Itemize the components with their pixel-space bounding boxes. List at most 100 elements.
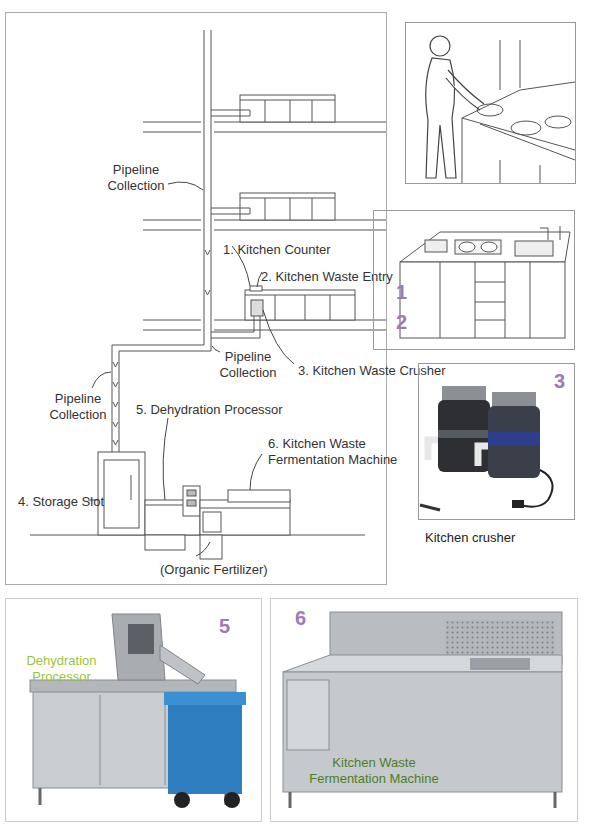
counter-illustration <box>505 262 506 338</box>
counter-sketch <box>462 118 575 150</box>
chute <box>160 645 205 684</box>
bin-wheel <box>224 792 240 808</box>
dehydration-processor <box>145 500 200 535</box>
fermentation-photo <box>283 612 562 808</box>
floor-slabs <box>143 320 201 321</box>
storage-slot <box>98 452 145 535</box>
bin-wheel <box>174 792 190 808</box>
panel-frame <box>406 23 576 184</box>
floor-slabs <box>143 330 201 331</box>
kitchen-counter-sketch <box>240 198 335 199</box>
counter-illustration <box>455 240 501 254</box>
pipeline <box>250 110 251 116</box>
counter-sketch <box>480 124 575 160</box>
person-sketch-panel <box>406 23 576 184</box>
tool <box>420 505 440 510</box>
crusher-photo <box>420 386 553 510</box>
kitchen-counter-sketch <box>290 198 291 220</box>
perforated-panel <box>445 620 555 658</box>
counter-sketch <box>462 118 463 183</box>
counter-illustration <box>530 262 531 338</box>
pipe-label: Pipeline Collection <box>43 391 113 423</box>
counter-sketch <box>545 116 571 128</box>
pipeline <box>112 30 204 452</box>
feed-slot <box>470 658 530 670</box>
part-label: 4. Storage Slot <box>18 494 104 510</box>
kitchen-counter-sketch <box>305 295 306 320</box>
fermentation-machine <box>200 535 222 559</box>
counter-illustration <box>475 302 505 303</box>
pipeline <box>211 316 260 338</box>
counter-illustration <box>425 240 447 252</box>
floor-slabs <box>143 230 201 231</box>
kitchen-counter-sketch <box>240 95 335 122</box>
kitchen-counter-sketch <box>330 295 331 320</box>
counter-illustration <box>400 232 570 262</box>
counter-illustration <box>481 242 497 252</box>
callout-number: 2 <box>396 311 407 333</box>
counter-sketch <box>520 40 521 88</box>
person-sketch <box>446 78 480 110</box>
counter-illustration <box>400 226 570 338</box>
counter-sketch <box>477 104 503 116</box>
dehydration-processor <box>187 490 196 496</box>
callout-number: 3 <box>554 370 565 392</box>
leader-line <box>92 372 111 388</box>
flow-arrows <box>205 290 210 295</box>
dehydration-processor <box>145 486 200 550</box>
leader-line <box>212 346 220 352</box>
machine-tower <box>112 614 165 680</box>
counter-illustration <box>540 228 548 240</box>
diagram-panel: Pipeline Collection1. Kitchen Counter2. … <box>5 12 387 585</box>
fermentation-machine <box>203 512 221 532</box>
counter-sketch <box>540 165 541 183</box>
pipeline <box>250 208 251 214</box>
pipeline <box>112 30 260 452</box>
crusher-rim <box>442 386 486 402</box>
counter-illustration <box>475 282 505 283</box>
photo-panel: 6Kitchen Waste Fermentation Machine <box>270 598 578 822</box>
part-label: 1. Kitchen Counter <box>223 242 331 258</box>
caption: Kitchen crusher <box>425 530 515 546</box>
callout-number: 5 <box>219 615 230 637</box>
leg <box>289 792 292 808</box>
storage-slot <box>104 460 139 528</box>
floor-slabs <box>214 330 387 331</box>
pipeline <box>211 316 254 332</box>
drain-elbow <box>478 446 488 466</box>
part-label: 3. Kitchen Waste Crusher <box>298 363 446 379</box>
person-sketch <box>426 58 456 178</box>
counter-illustration <box>560 226 561 240</box>
fermentation-machine <box>200 508 290 509</box>
person-sketch <box>426 36 484 178</box>
pipe-label: Pipeline Collection <box>96 162 176 194</box>
counter-illustration <box>475 262 476 338</box>
crusher-body <box>488 406 540 478</box>
pipeline <box>211 214 250 215</box>
leader-line <box>196 542 210 556</box>
crusher-band <box>488 432 540 446</box>
kitchen-counter-sketch <box>290 100 291 122</box>
floor-slabs <box>214 132 387 133</box>
callout-number: 6 <box>295 607 306 629</box>
kitchen-counter-sketch <box>240 100 335 101</box>
waste-bin <box>168 702 242 794</box>
storage-slot <box>131 475 132 500</box>
flow-arrows <box>113 402 118 407</box>
floor-slabs <box>143 122 201 123</box>
kitchen-counter-sketch <box>240 95 355 320</box>
kitchen-counter-sketch <box>251 300 263 316</box>
dehydration-processor <box>183 486 200 516</box>
kitchen-counter-sketch <box>250 286 262 291</box>
flow-arrows <box>205 250 210 255</box>
fermentation-machine <box>200 490 290 559</box>
counter-sketch <box>462 40 575 183</box>
machine-body <box>283 672 562 792</box>
fermentation-machine <box>228 490 290 502</box>
counter-illustration <box>440 262 441 338</box>
photo-label: Kitchen Waste Fermentation Machine <box>299 755 449 787</box>
counter-sketch <box>500 160 501 183</box>
floor-slabs <box>214 230 387 231</box>
